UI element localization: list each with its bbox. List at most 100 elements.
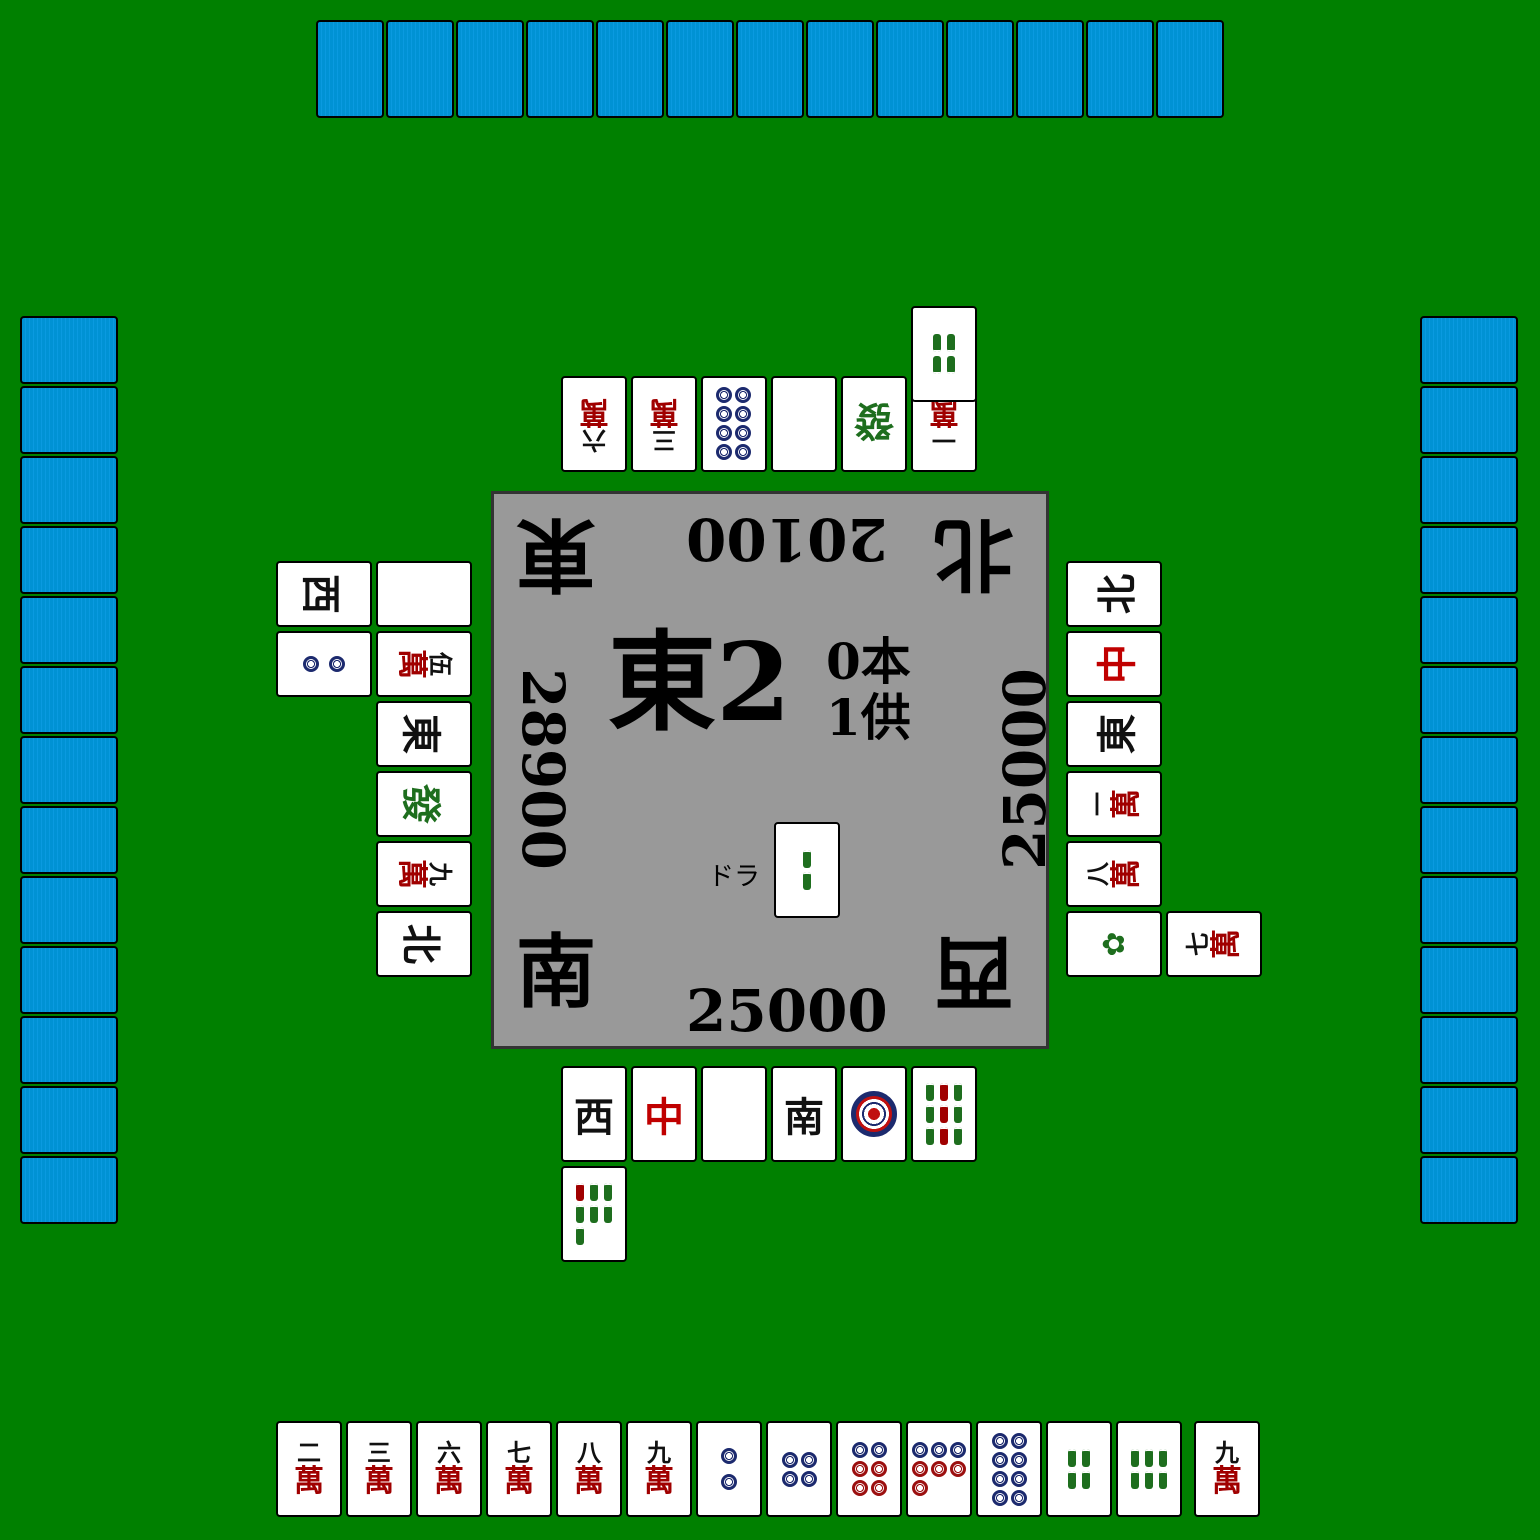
tile-back [596, 20, 664, 118]
pin-dot [735, 387, 752, 404]
pin-dot [721, 1448, 737, 1464]
tile-face: 伍萬 [378, 633, 470, 695]
tile-face: 七萬 [488, 1423, 550, 1515]
discard-tile: 六萬 [561, 376, 627, 472]
tile-back [1420, 456, 1518, 524]
pin-dot [716, 444, 733, 461]
discard-tile: 中 [1066, 631, 1162, 697]
tile-face: 三萬 [348, 1423, 410, 1515]
pin-dot [991, 1432, 1008, 1449]
hand-tile[interactable] [766, 1421, 832, 1517]
hand-tile[interactable] [976, 1421, 1042, 1517]
pin-grid [716, 387, 752, 461]
tile-back [386, 20, 454, 118]
white-dragon-face [773, 378, 835, 470]
tile-back [946, 20, 1014, 118]
pin-grid [721, 1448, 737, 1490]
pin-dot [912, 1442, 928, 1458]
bamboo-stick [940, 1083, 948, 1101]
tile-back [1420, 876, 1518, 944]
tile-face [278, 633, 370, 695]
tile-back [20, 1086, 118, 1154]
bamboo-stick [576, 1227, 584, 1245]
bamboo-stick [1131, 1449, 1139, 1467]
tile-back [1420, 596, 1518, 664]
tile-face: 南 [773, 1068, 835, 1160]
tile-back [1156, 20, 1224, 118]
tile-face: 七萬 [1168, 913, 1260, 975]
tile-face: ✿ [1068, 913, 1160, 975]
bamboo-stick [926, 1127, 934, 1145]
bamboo-stick [590, 1183, 598, 1201]
dora-label: ドラ [708, 862, 761, 892]
white-dragon-face [703, 1068, 765, 1160]
bamboo-stick [1082, 1471, 1090, 1489]
hand-tile[interactable] [836, 1421, 902, 1517]
bamboo-stick [1145, 1449, 1153, 1467]
tile-face: 八萬 [558, 1423, 620, 1515]
man-suffix: 萬 [1109, 859, 1144, 889]
hand-tile[interactable]: 六萬 [416, 1421, 482, 1517]
bamboo-stick [947, 356, 955, 374]
tile-back [1420, 1016, 1518, 1084]
across-seat-wind: 北 [934, 507, 1014, 601]
tile-face: 中 [633, 1068, 695, 1160]
tile-back [1420, 736, 1518, 804]
honor-glyph: 發 [854, 397, 894, 444]
discard-tile: 北 [1066, 561, 1162, 627]
bamboo-stick [1159, 1449, 1167, 1467]
bamboo-stick [940, 1105, 948, 1123]
hand-tile[interactable] [696, 1421, 762, 1517]
man-suffix: 萬 [1209, 929, 1244, 959]
man-number: 八 [577, 1439, 601, 1467]
discard-tile: 南 [771, 1066, 837, 1162]
tile-back [1420, 666, 1518, 734]
kyotaku-count: 1供 [826, 688, 911, 747]
discard-tile: 東 [1066, 701, 1162, 767]
hand-tile[interactable] [1046, 1421, 1112, 1517]
discard-tile [561, 1166, 627, 1262]
tile-back [20, 1016, 118, 1084]
pin-dot [735, 406, 752, 423]
drawn-tile[interactable]: 九萬 [1194, 1421, 1260, 1517]
pin-dot [716, 425, 733, 442]
tile-back [1420, 1156, 1518, 1224]
honor-glyph: 西 [574, 1094, 614, 1141]
discard-tile: 八萬 [1066, 841, 1162, 907]
honor-glyph: 南 [784, 1094, 824, 1141]
hand-tile[interactable]: 九萬 [626, 1421, 692, 1517]
honba-count: 0本 [826, 632, 911, 691]
discard-tile: 北 [376, 911, 472, 977]
hand-tile[interactable]: 八萬 [556, 1421, 622, 1517]
tile-back [20, 386, 118, 454]
bamboo-stick [933, 334, 941, 352]
hand-tile[interactable]: 七萬 [486, 1421, 552, 1517]
discard-tile: 三萬 [631, 376, 697, 472]
tile-back [20, 806, 118, 874]
honor-glyph: 北 [1094, 574, 1141, 614]
tile-face: 北 [1068, 563, 1160, 625]
man-number: 一 [1084, 792, 1112, 816]
tile-face [913, 308, 975, 400]
pin-dot [931, 1461, 947, 1477]
hand-tile[interactable] [906, 1421, 972, 1517]
pin-dot [851, 1461, 868, 1477]
across-score: 20100 [686, 505, 888, 573]
pin-dot [912, 1461, 928, 1477]
bamboo-stick [926, 1083, 934, 1101]
pin-grid [303, 656, 345, 672]
honba-kyotaku-counter: 0本 1供 [826, 634, 911, 746]
tile-face: 西 [563, 1068, 625, 1160]
tile-face [838, 1423, 900, 1515]
pin-dot [800, 1470, 817, 1487]
discard-tile [376, 561, 472, 627]
hand-tile[interactable]: 三萬 [346, 1421, 412, 1517]
right-score: 25000 [990, 668, 1059, 870]
tile-face [698, 1423, 760, 1515]
self-seat-wind: 南 [516, 925, 596, 1019]
hand-tile[interactable] [1116, 1421, 1182, 1517]
bamboo-stick [1068, 1471, 1076, 1489]
honor-glyph: 西 [297, 574, 344, 614]
tile-back [1420, 946, 1518, 1014]
hand-tile[interactable]: 二萬 [276, 1421, 342, 1517]
